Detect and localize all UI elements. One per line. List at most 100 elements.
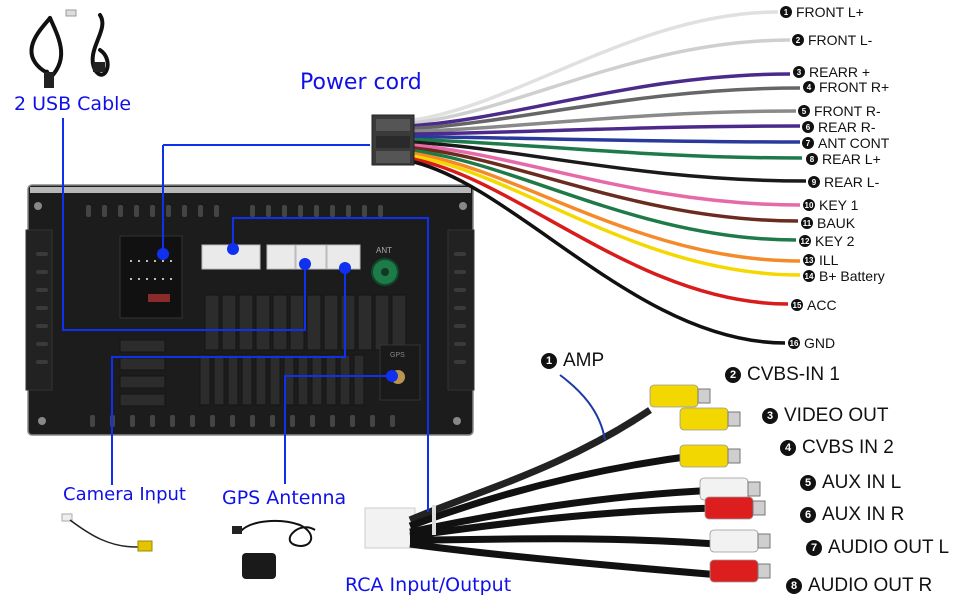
- power-wire-10: [413, 143, 801, 207]
- main-harness-socket: [119, 235, 183, 319]
- pin-label-text: REAR L+: [822, 151, 881, 167]
- gps-antenna-label: GPS Antenna: [222, 487, 347, 509]
- pin-label-text: REAR L-: [824, 174, 880, 190]
- power-pin-label-3: 3 REARR +: [793, 64, 870, 80]
- callout-dot-camera: [339, 262, 351, 274]
- rca-port-label-8: 8 AUDIO OUT R: [786, 575, 932, 597]
- rca-input-output-label: RCA Input/Output: [345, 574, 512, 596]
- pin-label-text: KEY 1: [819, 197, 859, 213]
- pin-label-text: GND: [804, 335, 836, 351]
- pin-number-badge: 14: [803, 270, 815, 282]
- callout-rca-line: [232, 217, 429, 512]
- power-pin-label-11: 11 BAUK: [801, 215, 855, 231]
- port-label-text: AUDIO OUT L: [828, 537, 950, 558]
- pin-label-text: ANT CONT: [818, 135, 890, 151]
- pin-label-text: KEY 2: [815, 233, 855, 249]
- screw-icon: [34, 202, 42, 210]
- power-pin-label-12: 12 KEY 2: [799, 233, 854, 249]
- fuse: [148, 294, 170, 302]
- power-pin-label-10: 10 KEY 1: [803, 197, 858, 213]
- rca-plug-6: [704, 496, 766, 520]
- head-unit-back-panel: [25, 184, 475, 436]
- port-number-badge: 5: [800, 475, 816, 491]
- port-label-text: AUX IN R: [822, 504, 905, 525]
- port-label-text: CVBS-IN 1: [747, 364, 840, 385]
- power-wire-9: [413, 140, 807, 183]
- power-cord-label: Power cord: [300, 70, 422, 95]
- power-wire-7: [413, 135, 801, 144]
- ant-port-label: ANT: [376, 246, 392, 255]
- port-label-text: AUDIO OUT R: [808, 575, 933, 596]
- screw-icon: [459, 202, 467, 210]
- pin-number-badge: 11: [801, 217, 813, 229]
- pin-number-badge: 15: [791, 299, 803, 311]
- rca-plug-7: [709, 529, 771, 553]
- rca-plug-2: [649, 384, 711, 408]
- callout-lines: [62, 118, 429, 512]
- pin-label-text: FRONT L-: [808, 32, 873, 48]
- power-pin-label-8: 8 REAR L+: [806, 151, 881, 167]
- port-number-badge: 6: [800, 507, 816, 523]
- pin-number-badge: 8: [806, 153, 818, 165]
- power-wire-14: [413, 154, 801, 277]
- power-cord-connector: [371, 114, 415, 166]
- pin-label-text: B+ Battery: [819, 268, 885, 284]
- camera-input-label: Camera Input: [63, 484, 186, 505]
- rca-plug-4: [679, 444, 741, 468]
- pin-label-text: REAR R-: [818, 119, 876, 135]
- rca-port-label-7: 7 AUDIO OUT L: [806, 537, 949, 559]
- pin-number-badge: 12: [799, 235, 811, 247]
- pin-number-badge: 6: [802, 121, 814, 133]
- power-wire-11: [413, 146, 799, 223]
- power-pin-label-6: 6 REAR R-: [802, 119, 876, 135]
- port-label-text: VIDEO OUT: [784, 405, 889, 426]
- power-pin-label-13: 13 ILL: [803, 252, 838, 268]
- pin-number-badge: 16: [788, 337, 800, 349]
- screw-icon: [38, 417, 46, 425]
- callout-usb-line: [62, 118, 306, 331]
- port-number-badge: 8: [786, 578, 802, 594]
- callout-gps-line: [284, 375, 392, 484]
- pin-label-text: FRONT L+: [796, 4, 864, 20]
- screw-icon: [453, 417, 461, 425]
- pin-number-badge: 10: [803, 199, 815, 211]
- power-wire-6: [413, 124, 801, 136]
- callout-dot-gps: [386, 370, 398, 382]
- white-connector-2: [266, 244, 296, 270]
- usb-cable-image: [29, 9, 110, 88]
- pin-label-text: REARR +: [809, 64, 871, 80]
- pin-label-text: FRONT R-: [814, 103, 881, 119]
- port-number-badge: 7: [806, 540, 822, 556]
- power-wire-13: [413, 151, 801, 263]
- pin-number-badge: 3: [793, 66, 805, 78]
- power-wire-5: [413, 109, 797, 133]
- port-number-badge: 3: [762, 408, 778, 424]
- port-label-text: CVBS IN 2: [802, 437, 894, 458]
- rca-plug-3: [679, 407, 741, 431]
- rca-plug-5: [699, 477, 761, 501]
- pin-number-badge: 4: [803, 81, 815, 93]
- callout-camera-line: [111, 268, 346, 485]
- power-pin-label-16: 16 GND: [788, 335, 835, 351]
- port-label-text: AMP: [563, 350, 605, 371]
- power-wire-2: [413, 38, 791, 125]
- pin-label-text: BAUK: [817, 215, 856, 231]
- pin-number-badge: 1: [780, 6, 792, 18]
- rca-harness: [364, 374, 771, 583]
- power-wire-8: [413, 137, 803, 160]
- pin-number-badge: 9: [808, 176, 820, 188]
- power-wire-16: [413, 160, 786, 345]
- rca-port-label-6: 6 AUX IN R: [800, 504, 904, 526]
- usb-cable-label: 2 USB Cable: [14, 93, 132, 115]
- pin-number-badge: 13: [803, 254, 815, 266]
- callout-dot-power: [157, 248, 169, 260]
- vent-row-top: [86, 205, 383, 217]
- pin-label-text: ILL: [819, 252, 839, 268]
